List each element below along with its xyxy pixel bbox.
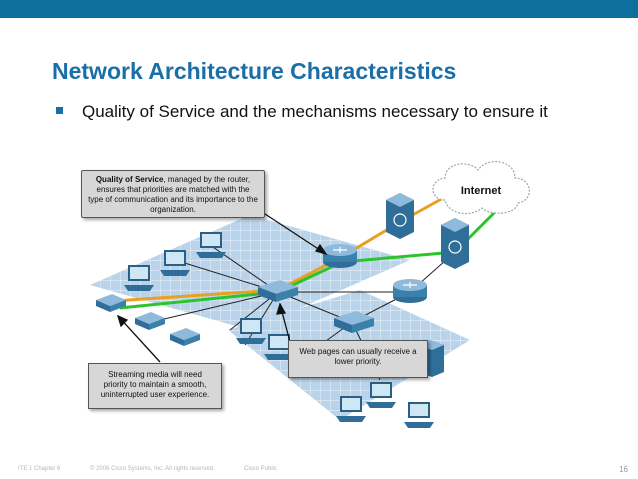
qos-callout-text: , managed by the router, ensures that pr…	[88, 175, 258, 214]
pc-icon	[236, 318, 266, 344]
pc-icon	[124, 265, 154, 291]
footer-classification: Cisco Public	[244, 466, 278, 472]
multilayer-switch-icon	[386, 193, 414, 239]
pc-icon	[160, 250, 190, 276]
internet-cloud: Internet	[432, 161, 530, 215]
router-icon	[393, 279, 427, 303]
web-callout-text: Web pages can usually receive a lower pr…	[299, 347, 417, 366]
switch-icon	[258, 280, 298, 302]
square-bullet-icon	[56, 107, 63, 114]
internet-label: Internet	[461, 185, 502, 197]
pc-icon	[264, 334, 294, 360]
qos-callout: Quality of Service, managed by the route…	[81, 170, 265, 218]
pc-icon	[404, 402, 434, 428]
bullet-item: Quality of Service and the mechanisms ne…	[56, 100, 596, 123]
ip-phone-icon	[170, 328, 200, 346]
callout-arrows	[116, 211, 328, 363]
pc-group	[124, 232, 434, 428]
streaming-callout-text: Streaming media will need priority to ma…	[100, 370, 210, 399]
ip-phone-icon	[96, 294, 126, 312]
streaming-callout: Streaming media will need priority to ma…	[88, 363, 222, 409]
switch-icon	[334, 311, 374, 333]
multilayer-switch-icon	[441, 218, 469, 269]
page-number: 16	[619, 465, 628, 474]
pc-icon	[366, 382, 396, 408]
slide-title: Network Architecture Characteristics	[52, 58, 457, 84]
footer-course: ITE 1 Chapter 6	[18, 466, 61, 472]
web-callout: Web pages can usually receive a lower pr…	[288, 340, 428, 378]
footer-copyright: © 2006 Cisco Systems, Inc. All rights re…	[90, 466, 215, 472]
router-icon	[323, 244, 357, 268]
bullet-text: Quality of Service and the mechanisms ne…	[82, 102, 548, 121]
pc-icon	[196, 232, 226, 258]
qos-callout-bold: Quality of Service	[95, 175, 164, 184]
pc-icon	[336, 396, 366, 422]
ip-phone-group	[96, 294, 200, 346]
ip-phone-icon	[135, 312, 165, 330]
header-bar	[0, 0, 638, 18]
